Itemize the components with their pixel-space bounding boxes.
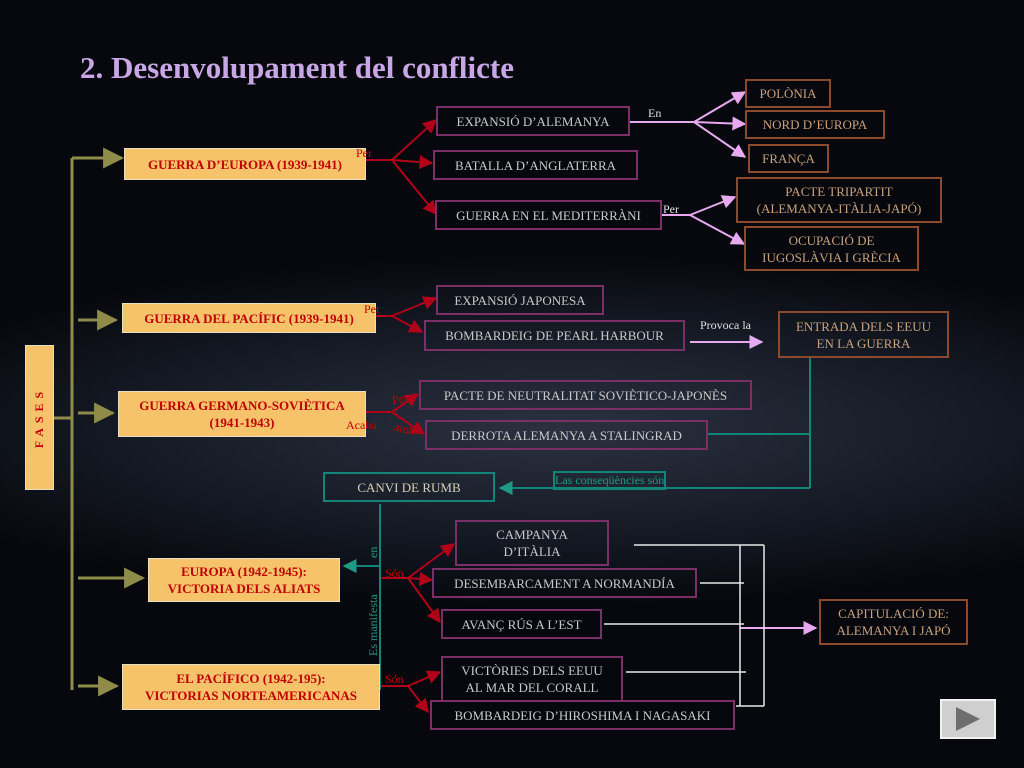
- event-victories-mar-corall: VICTÒRIES DELS EEUU AL MAR DEL CORALL: [441, 656, 623, 702]
- phase-guerra-europa: GUERRA D’EUROPA (1939-1941): [124, 148, 366, 180]
- result-ocupacio-iugoslavia: OCUPACIÓ DE IUGOSLÀVIA I GRÈCIA: [744, 226, 919, 271]
- page-title: 2. Desenvolupament del conflicte: [80, 50, 514, 85]
- event-desembarcament-normandia: DESEMBARCAMENT A NORMANDÍA: [432, 568, 697, 598]
- result-franca: FRANÇA: [748, 144, 829, 173]
- phase-europa-victoria-aliats: EUROPA (1942-1945): VICTORIA DELS ALIATS: [148, 558, 340, 602]
- label-per-pacific: Per: [364, 302, 380, 316]
- arrow-stalingrad: [391, 411, 426, 435]
- result-polonia: POLÒNIA: [745, 79, 831, 108]
- arrow-pacte-neutralitat: [391, 393, 420, 413]
- event-expansio-japonesa: EXPANSIÓ JAPONESA: [436, 285, 604, 315]
- event-batalla-anglaterra: BATALLA D’ANGLATERRA: [433, 150, 638, 180]
- arrow-avanc-rus: [407, 577, 441, 624]
- label-son-pacifico: Són: [385, 672, 404, 686]
- arrow-guerra-mediterrani: [391, 159, 437, 216]
- play-next-icon: [956, 707, 980, 731]
- phase-guerra-pacific: GUERRA DEL PACÍFIC (1939-1941): [122, 303, 376, 333]
- fases-spine: [54, 156, 90, 690]
- event-avanc-rus: AVANÇ RÚS A L’EST: [441, 609, 602, 639]
- bracket-lines: [604, 544, 765, 707]
- label-acaba: Acaba: [346, 418, 377, 432]
- next-slide-button[interactable]: [940, 699, 996, 739]
- arrow-polonia: [693, 91, 747, 123]
- event-guerra-mediterrani: GUERRA EN EL MEDITERRÀNI: [435, 200, 662, 230]
- result-pacte-tripartit: PACTE TRIPARTIT (ALEMANYA-ITÀLIA-JAPÓ): [736, 177, 942, 223]
- arrow-mar-corall: [407, 670, 442, 687]
- label-consequencies: Las conseqüències són: [553, 471, 667, 490]
- result-nord-europa: NORD D’EUROPA: [745, 110, 885, 139]
- event-expansio-alemanya: EXPANSIÓ D’ALEMANYA: [436, 106, 630, 136]
- arrow-ocupacio: [689, 214, 746, 245]
- arrow-franca: [693, 121, 747, 158]
- canvi-de-rumb: CANVI DE RUMB: [323, 472, 495, 502]
- arrow-batalla-anglaterra: [391, 155, 434, 170]
- event-campanya-italia: CAMPANYA D’ITÀLIA: [455, 520, 609, 566]
- label-es-manifesta: Es manifesta: [366, 594, 380, 656]
- arrow-normandia: [407, 571, 434, 586]
- event-pacte-neutralitat: PACTE DE NEUTRALITAT SOVIÈTICO-JAPONÈS: [419, 380, 752, 410]
- event-pearl-harbour: BOMBARDEIG DE PEARL HARBOUR: [424, 320, 685, 351]
- fases-label: FASES: [32, 386, 46, 449]
- phase-pacifico-victorias: EL PACÍFICO (1942-195): VICTORIAS NORTEA…: [122, 664, 380, 710]
- fases-box: FASES: [25, 345, 54, 490]
- arrow-hiroshima: [407, 685, 429, 714]
- event-bombardeig-hiroshima: BOMBARDEIG D’HIROSHIMA I NAGASAKI: [430, 700, 735, 730]
- label-per-europa: Per: [356, 146, 372, 160]
- arrow-pearl-harbour: [391, 315, 424, 333]
- label-en: En: [648, 106, 662, 120]
- label-per-mediterrani: Per: [663, 202, 679, 216]
- arrow-nord-europa: [693, 116, 747, 131]
- arrow-campanya-italia: [407, 543, 456, 579]
- arrow-expansio-japonesa: [391, 296, 438, 317]
- result-entrada-eeuu: ENTRADA DELS EEUU EN LA GUERRA: [778, 311, 949, 358]
- result-capitulacio: CAPITULACIÓ DE: ALEMANYA I JAPÓ: [819, 599, 968, 645]
- event-derrota-stalingrad: DERROTA ALEMANYA A STALINGRAD: [425, 420, 708, 450]
- label-son-europa: Són: [385, 566, 404, 580]
- phase-guerra-germano-sovietica: GUERRA GERMANO-SOVIÈTICA (1941-1943): [118, 391, 366, 437]
- arrow-expansio-alemanya: [391, 119, 438, 161]
- label-en-vertical: en: [366, 546, 380, 558]
- label-provoca-la: Provoca la: [700, 318, 751, 332]
- arrow-pacte-tripartit: [689, 195, 737, 216]
